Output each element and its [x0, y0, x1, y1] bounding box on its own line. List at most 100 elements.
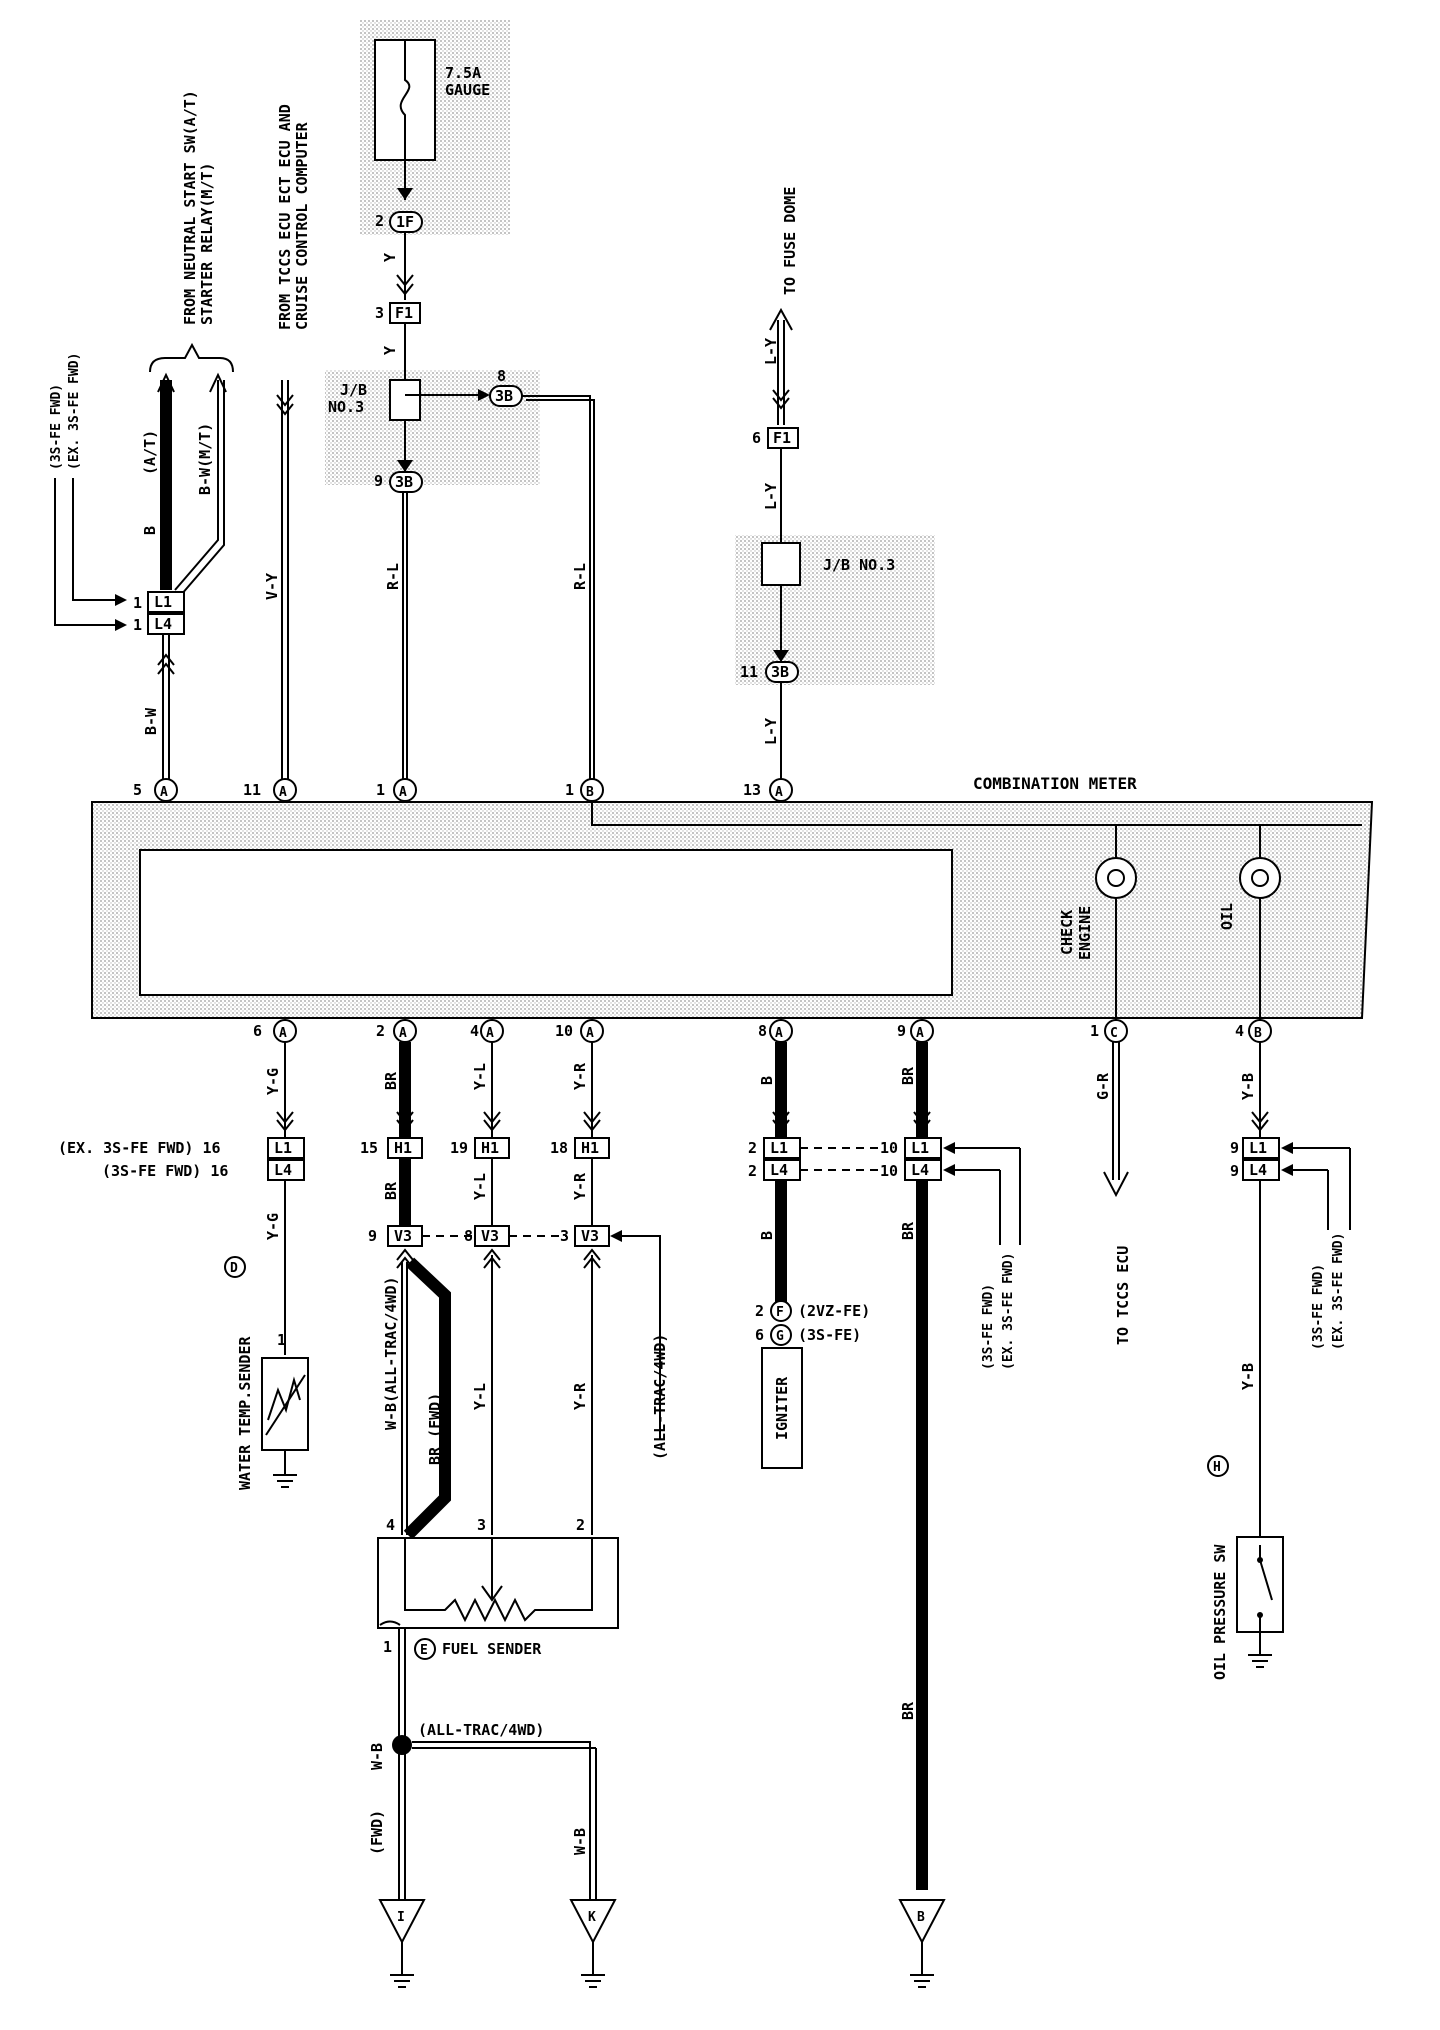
- oil-sw-label: OIL PRESSURE SW: [1211, 1544, 1229, 1680]
- pin-9: 9: [374, 472, 383, 490]
- connector-l1-d-label: L1: [1249, 1139, 1267, 1157]
- wire-gr-label: G-R: [1094, 1072, 1112, 1100]
- cruise-label: CRUISE CONTROL COMPUTER: [293, 121, 311, 330]
- at-label: (A/T): [141, 430, 159, 475]
- pin-3-fuel: 3: [477, 1516, 486, 1534]
- wire-ly-label-3: L-Y: [762, 718, 780, 745]
- wire-wb-k-label: W-B: [571, 1828, 589, 1855]
- connector-b-4-label: B: [1254, 1026, 1262, 1041]
- connector-g: [770, 1324, 792, 1346]
- connector-a-5-label: A: [160, 785, 168, 800]
- double-chevron-icon: [396, 274, 414, 296]
- igniter-label: IGNITER: [773, 1376, 791, 1440]
- ground-point-k-icon: [569, 1899, 617, 1945]
- ground-i-label: I: [397, 1910, 405, 1925]
- fwd-label: (FWD): [368, 1810, 386, 1855]
- alltrac-pointer: [612, 1235, 661, 1440]
- pin-10-l1: 10: [880, 1139, 898, 1157]
- pin-1-l4: 1: [133, 616, 142, 634]
- ground-point-i-icon: [378, 1899, 426, 1945]
- pin-9-l1-yb: 9: [1230, 1139, 1239, 1157]
- connector-f1-b-label: F1: [773, 429, 791, 447]
- pin-3: 3: [375, 304, 384, 322]
- double-chevron-icon: [772, 389, 790, 410]
- connector-l1-yg-label: L1: [274, 1139, 292, 1157]
- wire-yr-low-label: Y-R: [571, 1382, 589, 1410]
- alltrac-label-v3: (ALL-TRAC/4WD): [651, 1334, 669, 1460]
- connector-1f-label: 1F: [396, 213, 414, 231]
- ground-icon: [273, 1474, 297, 1488]
- twovzfe-label: (2VZ-FE): [798, 1302, 870, 1320]
- ex3sfe-16-label: (EX. 3S-FE FWD) 16: [58, 1139, 221, 1157]
- igniter-box: [761, 1347, 803, 1469]
- pin-8-v3: 8: [464, 1227, 473, 1245]
- connector-h1-b-label: H1: [481, 1139, 499, 1157]
- double-chevron-icon: [772, 1111, 790, 1132]
- pin-8: 8: [497, 367, 506, 385]
- tccs-ecu-label: FROM TCCS ECU ECT ECU AND: [276, 104, 294, 330]
- arrow-up-icon: [769, 307, 793, 331]
- ground-icon: [910, 1974, 934, 1988]
- connector-h: [1207, 1455, 1229, 1477]
- wire-wb-alltrac-label: W-B(ALL-TRAC/4WD): [382, 1276, 400, 1430]
- pin-1-a: 1: [376, 781, 385, 799]
- arrow-icon: [773, 650, 789, 662]
- r3sfe-right: (3S-FE FWD): [1311, 1264, 1326, 1350]
- to-tccs-label: TO TCCS ECU: [1114, 1246, 1132, 1345]
- pin-11-3b: 11: [740, 663, 758, 681]
- ground-icon: [581, 1974, 605, 1988]
- arrow-icon: [115, 594, 127, 606]
- meter-bus: [591, 801, 1362, 826]
- connector-a-6-label: A: [279, 1026, 287, 1041]
- wire-b-igniter-label-2: B: [758, 1231, 776, 1240]
- connector-a-1-label: A: [399, 785, 407, 800]
- pin-4-b: 4: [1235, 1022, 1244, 1040]
- resistor-icon: [404, 1538, 593, 1623]
- ground-icon: [390, 1974, 414, 1988]
- connector-3b-c-label: 3B: [771, 663, 789, 681]
- wire-y-mid: Y: [381, 346, 399, 355]
- oil-lamp-icon: [1239, 857, 1281, 899]
- variant-ex3sfe: (EX. 3S-FE FWD): [67, 353, 82, 470]
- pin-3-v3: 3: [560, 1227, 569, 1245]
- wire-yb-low-label: Y-B: [1239, 1363, 1257, 1390]
- arrow-icon: [478, 389, 490, 401]
- chevron-icon: [157, 372, 175, 393]
- check-label-a: CHECK: [1058, 910, 1076, 955]
- wire-br-label-2: BR: [382, 1181, 400, 1200]
- bulb-icon: [1251, 869, 1269, 887]
- fuel-bridge-icon: [379, 1620, 401, 1626]
- meter-inner: [139, 849, 953, 996]
- pin-1-b: 1: [565, 781, 574, 799]
- wire-vy-label: V-Y: [263, 573, 281, 600]
- pin-9-v3: 9: [368, 1227, 377, 1245]
- connector-f1-b: [767, 427, 799, 449]
- wire-ly-label-2: L-Y: [762, 483, 780, 510]
- alltrac-label-splice: (ALL-TRAC/4WD): [418, 1721, 544, 1739]
- wire-yb-label: Y-B: [1239, 1073, 1257, 1100]
- pin-13: 13: [743, 781, 761, 799]
- connector-l4-top: [147, 613, 185, 635]
- arrow-icon: [1281, 1164, 1293, 1176]
- s3sfe-16-label: (3S-FE FWD) 16: [102, 1162, 228, 1180]
- pin-10-bottom: 10: [555, 1022, 573, 1040]
- wire-rl-b-2: [526, 399, 595, 790]
- connector-h1-c-label: H1: [581, 1139, 599, 1157]
- pin-2-l4: 2: [748, 1162, 757, 1180]
- jb-label-right: J/B NO.3: [823, 556, 895, 574]
- jb-label-b: NO.3: [328, 398, 364, 416]
- ground-point-b-icon: [898, 1899, 946, 1945]
- wire-yg-label: Y-G: [264, 1068, 282, 1095]
- arrow-icon: [943, 1164, 955, 1176]
- connector-e: [414, 1638, 436, 1660]
- connector-3b-b-label: 3B: [395, 473, 413, 491]
- pin-15: 15: [360, 1139, 378, 1157]
- water-temp-label: WATER TEMP.SENDER: [236, 1336, 254, 1490]
- connector-3b-a-label: 3B: [495, 387, 513, 405]
- wire-br-fwd-thick: [403, 1257, 451, 1540]
- arrow-icon: [610, 1230, 622, 1242]
- ground-b-label: B: [917, 1910, 925, 1925]
- connector-v3-b-label: V3: [481, 1227, 499, 1245]
- pin-1-l1: 1: [133, 594, 142, 612]
